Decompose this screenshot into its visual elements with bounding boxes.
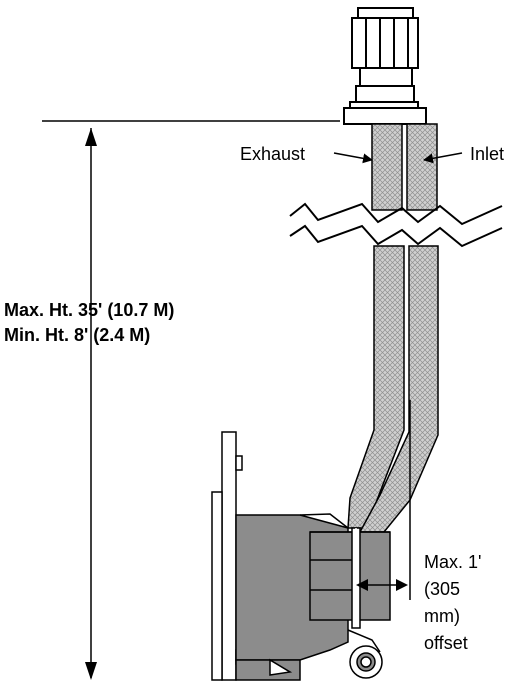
inlet-pipe-upper	[406, 123, 438, 211]
height-arrow-bottom-head	[85, 662, 97, 680]
pipe-break-zigzag-lower	[289, 224, 503, 248]
offset-label-line-1: Max. 1'	[424, 552, 481, 572]
inlet-leader-arrow	[423, 152, 463, 164]
offset-label-line-2: (305	[424, 579, 460, 599]
pipe-break-zigzag-upper	[289, 202, 503, 226]
offset-dimension	[356, 579, 408, 591]
offset-label-line-4: offset	[424, 633, 468, 653]
height-arrow-top-head	[85, 128, 97, 146]
termination-cap	[343, 7, 427, 125]
min-height-label: Min. Ht. 8' (2.4 M)	[4, 325, 150, 345]
exhaust-pipe-upper	[371, 123, 403, 211]
offset-label-line-3: mm)	[424, 606, 460, 626]
max-height-label: Max. Ht. 35' (10.7 M)	[4, 300, 174, 320]
inlet-label: Inlet	[470, 144, 504, 164]
exhaust-label: Exhaust	[240, 144, 305, 164]
appliance	[211, 431, 391, 681]
exhaust-leader-arrow	[333, 152, 373, 164]
